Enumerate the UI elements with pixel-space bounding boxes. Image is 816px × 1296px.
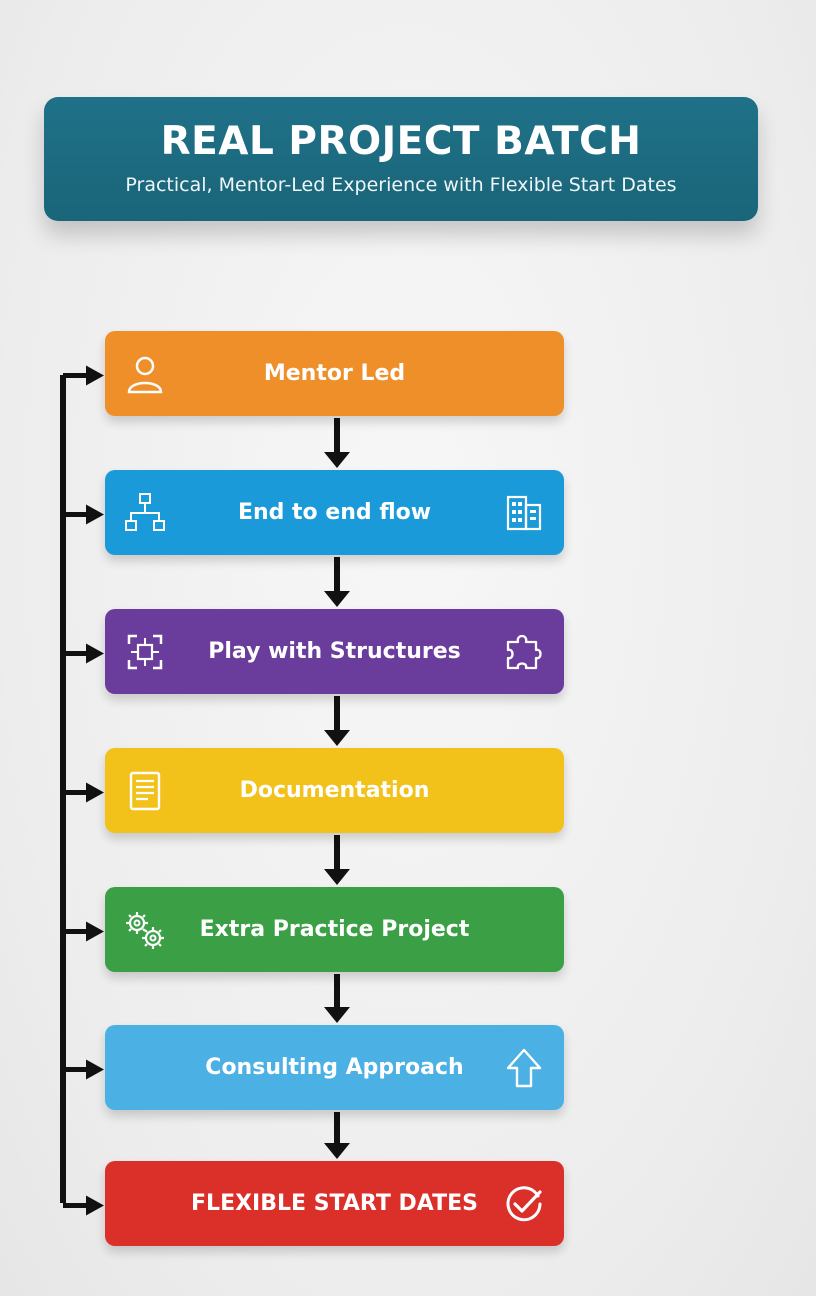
step-label: Extra Practice Project: [199, 917, 470, 942]
down-arrow-head: [324, 1007, 350, 1023]
step-label: End to end flow: [237, 500, 432, 525]
step-play-with-structures: Play with Structures: [105, 609, 564, 694]
step-documentation: Documentation: [105, 748, 564, 833]
building-icon: [506, 495, 542, 531]
arrow-up-icon: [506, 1048, 542, 1088]
step-extra-practice-project: Extra Practice Project: [105, 887, 564, 972]
page-title: REAL PROJECT BATCH: [160, 119, 642, 164]
page-subtitle: Practical, Mentor-Led Experience with Fl…: [125, 174, 677, 196]
step-label: Play with Structures: [208, 639, 461, 664]
header-banner: REAL PROJECT BATCH Practical, Mentor-Led…: [44, 97, 758, 221]
step-mentor-led: Mentor Led: [105, 331, 564, 416]
down-arrow-head: [324, 591, 350, 607]
frame-structure-icon: [127, 634, 163, 670]
bracket-arrowhead: [86, 643, 104, 664]
puzzle-icon: [506, 634, 542, 670]
step-consulting-approach: Consulting Approach: [105, 1025, 564, 1110]
step-label: FLEXIBLE START DATES: [191, 1191, 478, 1216]
flowchart-icon: [125, 493, 165, 531]
left-bracket-arrows: [63, 365, 104, 1216]
bracket-arrowhead: [86, 1195, 104, 1216]
step-label: Consulting Approach: [205, 1055, 464, 1080]
step-end-to-end-flow: End to end flow: [105, 470, 564, 555]
user-icon: [127, 356, 163, 394]
bracket-arrowhead: [86, 365, 104, 386]
down-arrow-head: [324, 1143, 350, 1159]
check-circle-icon: [506, 1186, 542, 1222]
down-arrow-head: [324, 452, 350, 468]
bracket-arrowhead: [86, 504, 104, 525]
bracket-arrowhead: [86, 782, 104, 803]
step-flexible-start-dates: FLEXIBLE START DATES: [105, 1161, 564, 1246]
step-label: Documentation: [239, 778, 430, 803]
document-icon: [129, 771, 161, 811]
bracket-arrowhead: [86, 921, 104, 942]
down-arrow-head: [324, 730, 350, 746]
down-arrow-head: [324, 869, 350, 885]
step-label: Mentor Led: [263, 361, 406, 386]
gears-icon: [126, 912, 164, 949]
bracket-arrowhead: [86, 1059, 104, 1080]
